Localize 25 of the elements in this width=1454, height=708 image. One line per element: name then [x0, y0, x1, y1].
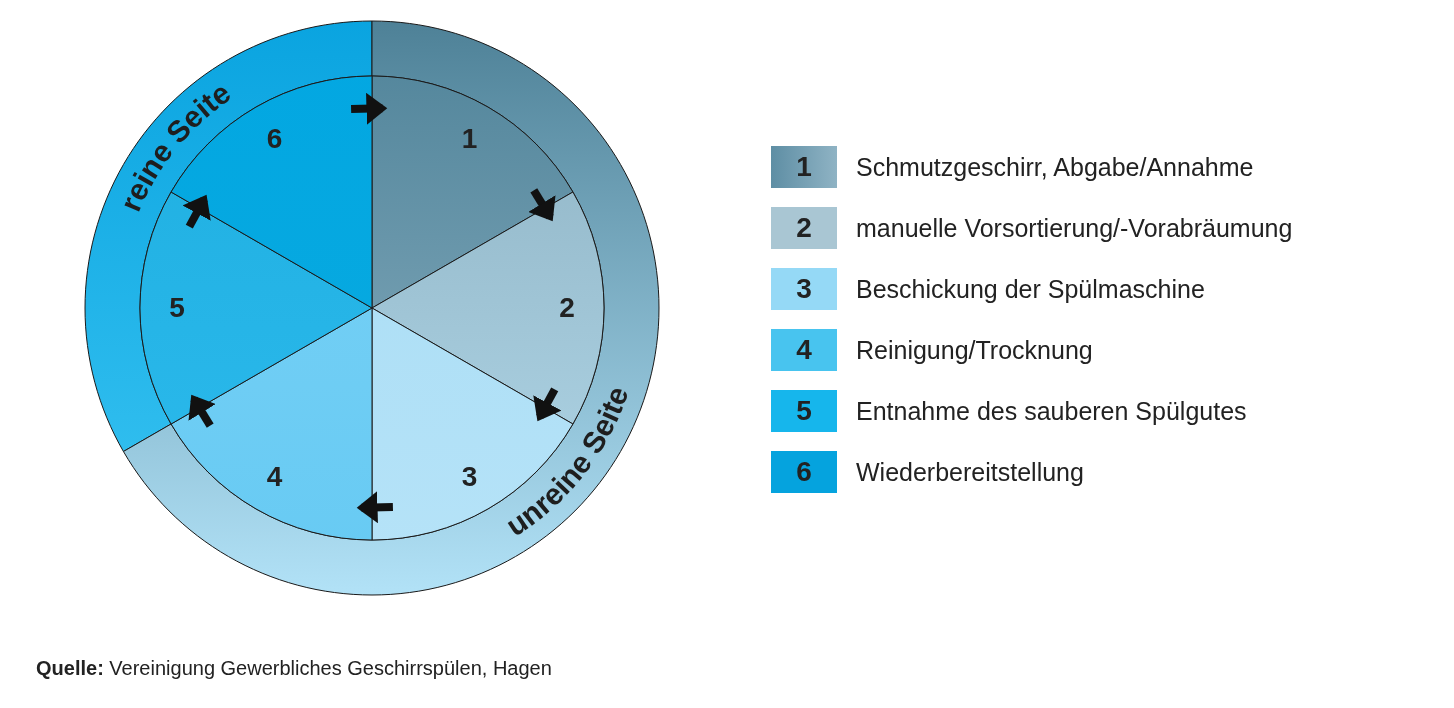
flow-arrow: [356, 491, 394, 524]
flow-arrow: [528, 188, 556, 222]
legend-text: Schmutzgeschirr, Abgabe/Annahme: [856, 155, 1254, 180]
legend-number: 1: [796, 153, 812, 181]
flow-arrow: [350, 92, 388, 125]
legend-number: 2: [796, 214, 812, 242]
legend-number: 6: [796, 458, 812, 486]
step-number: 4: [266, 462, 283, 491]
legend-text: Entnahme des sauberen Spülgutes: [856, 399, 1247, 424]
legend-text: Reinigung/Trocknung: [856, 338, 1093, 363]
step-number: 6: [266, 125, 283, 154]
source-note: Quelle: Vereinigung Gewerbliches Geschirrspülen, Hagen: [36, 657, 552, 680]
step-number: 1: [461, 125, 478, 154]
step-number: 3: [461, 462, 478, 491]
flow-arrow: [182, 194, 211, 229]
legend-text: manuelle Vorsortierung/-Vorabräumung: [856, 216, 1293, 241]
legend-text: Beschickung der Spülmaschine: [856, 277, 1205, 302]
legend-text: Wiederbereitstellung: [856, 460, 1084, 485]
legend-number: 5: [796, 397, 812, 425]
step-number: 5: [169, 294, 185, 322]
flow-arrow: [188, 394, 216, 428]
step-number: 2: [559, 294, 575, 322]
legend-number: 3: [796, 275, 812, 303]
legend-number: 4: [796, 336, 812, 364]
flow-arrow: [533, 387, 562, 422]
